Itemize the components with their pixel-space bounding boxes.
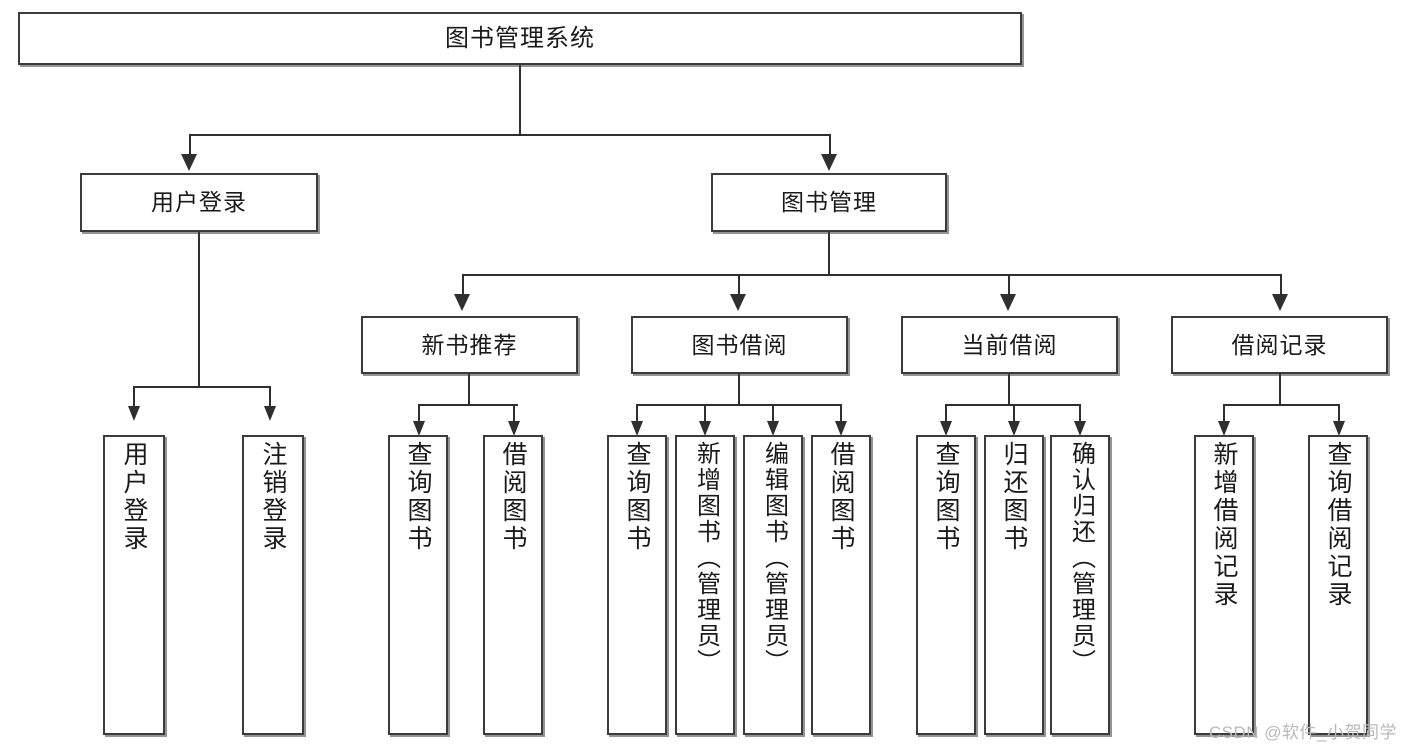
node-label: 确认归还（管理员）: [1067, 441, 1095, 675]
connector-records-to-leaf-1: [1223, 404, 1225, 424]
connector-current-to-leaf-1: [945, 404, 947, 424]
connector-user-login-stem: [198, 232, 200, 387]
node-label: 查询图书: [623, 441, 651, 553]
leaf-new-books-query-book[interactable]: 查询图书: [388, 435, 448, 735]
arrowhead-borrow-leaf-3: [767, 421, 779, 436]
connector-borrow-to-leaf-2: [704, 404, 706, 424]
leaf-current-confirm-return-admin[interactable]: 确认归还（管理员）: [1050, 435, 1110, 735]
connector-new-books-to-leaf-2: [513, 404, 515, 424]
node-label: 借阅图书: [827, 441, 855, 553]
node-user-login[interactable]: 用户登录: [80, 173, 318, 232]
connector-book-mgmt-stem: [828, 232, 830, 276]
arrowhead-borrow-leaf-4: [835, 421, 847, 436]
connector-user-login-bus: [133, 386, 270, 388]
node-label: 用户登录: [151, 189, 247, 215]
node-root-book-management-system[interactable]: 图书管理系统: [18, 12, 1022, 65]
leaf-logout[interactable]: 注销登录: [242, 435, 304, 735]
connector-user-login-to-leaf-1: [133, 386, 135, 408]
node-label: 新增图书（管理员）: [692, 441, 720, 675]
connector-new-books-to-leaf-1: [418, 404, 420, 424]
arrowhead-book-mgmt-borrow: [730, 294, 746, 311]
arrowhead-borrow-leaf-1: [631, 421, 643, 436]
leaf-borrow-borrow-book[interactable]: 借阅图书: [811, 435, 871, 735]
node-new-book-recommendation[interactable]: 新书推荐: [361, 316, 578, 374]
arrowhead-book-mgmt-new-books: [454, 294, 470, 311]
connector-new-books-bus: [418, 404, 518, 406]
connector-current-bus: [945, 404, 1080, 406]
node-book-borrowing[interactable]: 图书借阅: [631, 316, 848, 374]
node-label: 图书借阅: [691, 331, 788, 358]
arrowhead-borrow-leaf-2: [699, 421, 711, 436]
arrowhead-records-leaf-1: [1218, 421, 1230, 436]
connector-borrow-to-leaf-1: [636, 404, 638, 424]
watermark: CSDN @软件_小贺同学: [1208, 723, 1397, 742]
node-label: 借阅图书: [499, 441, 527, 553]
node-label: 注销登录: [259, 441, 287, 553]
connector-book-mgmt-bus: [462, 274, 1282, 276]
arrowhead-current-leaf-1: [940, 421, 952, 436]
node-borrowing-records[interactable]: 借阅记录: [1171, 316, 1388, 374]
leaf-records-add-record[interactable]: 新增借阅记录: [1194, 435, 1254, 735]
connector-current-to-leaf-2: [1013, 404, 1015, 424]
connector-book-mgmt-to-records: [1280, 274, 1282, 296]
node-label: 新书推荐: [421, 331, 518, 358]
node-book-management[interactable]: 图书管理: [711, 173, 947, 232]
connector-borrow-to-leaf-4: [840, 404, 842, 424]
node-label: 借阅记录: [1231, 331, 1328, 358]
node-label: 查询借阅记录: [1324, 441, 1352, 609]
node-label: 查询图书: [404, 441, 432, 553]
connector-book-mgmt-to-borrow: [738, 274, 740, 296]
connector-user-login-to-leaf-2: [269, 386, 271, 408]
arrowhead-current-leaf-2: [1008, 421, 1020, 436]
connector-root-bus: [189, 134, 831, 136]
arrowhead-user-login-leaf-1: [128, 406, 140, 421]
connector-borrow-stem: [738, 374, 740, 406]
leaf-records-query-record[interactable]: 查询借阅记录: [1308, 435, 1368, 735]
node-label: 查询图书: [932, 441, 960, 553]
node-label: 编辑图书（管理员）: [760, 441, 788, 675]
connector-current-stem: [1008, 374, 1010, 406]
arrowhead-root-to-user-login: [181, 154, 197, 171]
node-label: 图书管理: [781, 189, 877, 215]
arrowhead-root-to-book-mgmt: [821, 154, 837, 171]
node-label: 新增借阅记录: [1210, 441, 1238, 609]
leaf-new-books-borrow-book[interactable]: 借阅图书: [483, 435, 543, 735]
arrowhead-current-leaf-3: [1074, 421, 1086, 436]
arrowhead-book-mgmt-current: [1000, 294, 1016, 311]
leaf-borrow-query-book[interactable]: 查询图书: [607, 435, 667, 735]
connector-root-to-book-mgmt: [829, 134, 831, 156]
connector-records-to-leaf-2: [1338, 404, 1340, 424]
connector-root-to-user-login: [189, 134, 191, 156]
leaf-current-query-book[interactable]: 查询图书: [916, 435, 976, 735]
connector-root-stem: [519, 65, 521, 135]
node-label: 当前借阅: [961, 331, 1058, 358]
arrowhead-user-login-leaf-2: [264, 406, 276, 421]
arrowhead-book-mgmt-records: [1272, 294, 1288, 311]
node-label: 图书管理系统: [445, 24, 595, 52]
node-label: 归还图书: [1000, 441, 1028, 553]
connector-book-mgmt-to-current: [1008, 274, 1010, 296]
arrowhead-new-books-leaf-1: [413, 421, 425, 436]
arrowhead-records-leaf-2: [1333, 421, 1345, 436]
leaf-borrow-add-book-admin[interactable]: 新增图书（管理员）: [675, 435, 735, 735]
leaf-borrow-edit-book-admin[interactable]: 编辑图书（管理员）: [743, 435, 803, 735]
connector-book-mgmt-to-new-books: [462, 274, 464, 296]
node-current-borrowing[interactable]: 当前借阅: [901, 316, 1118, 374]
arrowhead-new-books-leaf-2: [508, 421, 520, 436]
leaf-user-login[interactable]: 用户登录: [103, 435, 165, 735]
connector-records-stem: [1279, 374, 1281, 406]
connector-current-to-leaf-3: [1079, 404, 1081, 424]
node-label: 用户登录: [120, 441, 148, 553]
connector-new-books-stem: [468, 374, 470, 406]
connector-borrow-bus: [636, 404, 841, 406]
leaf-current-return-book[interactable]: 归还图书: [984, 435, 1044, 735]
connector-records-bus: [1223, 404, 1340, 406]
connector-borrow-to-leaf-3: [772, 404, 774, 424]
